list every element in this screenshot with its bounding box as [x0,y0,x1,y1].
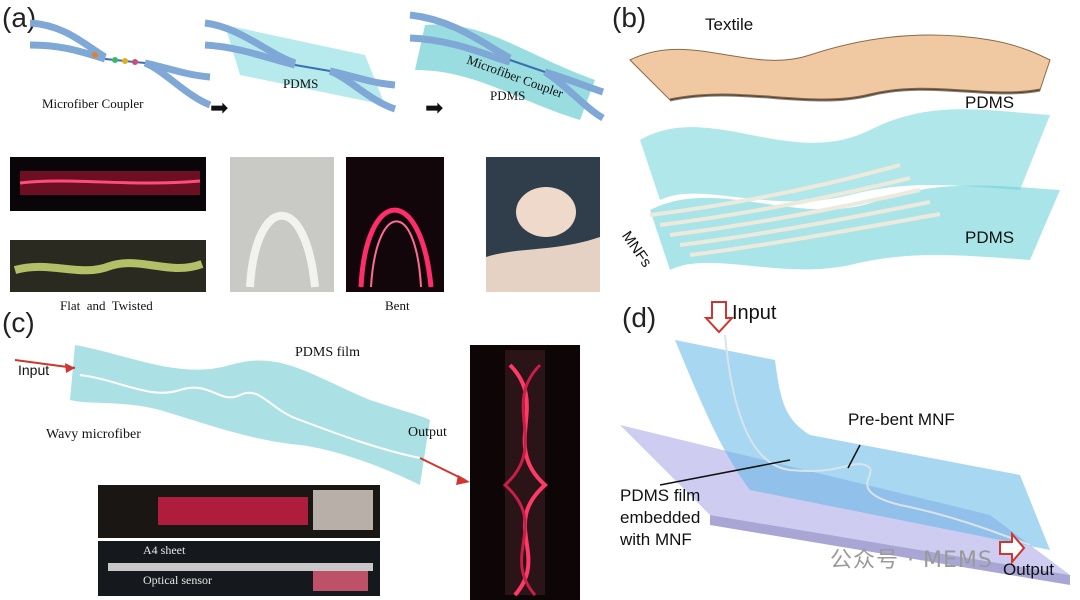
mnf-fiber [724,334,1031,546]
label-output-d: Output [1003,560,1055,579]
label-a4-sheet: A4 sheet [143,543,186,557]
label-pdms-right: PDMS [490,88,526,103]
label-pre-bent-mnf: Pre-bent MNF [848,410,955,429]
label-embedded: embedded [620,508,701,527]
label-input-d: Input [732,302,777,324]
wavy-film-diagram [14,345,470,485]
coupler-diagram-pdms [204,19,397,113]
photo-a4-sensor [98,541,380,596]
label-input-c: Input [18,362,50,378]
label-pdms-film: PDMS film [295,345,360,360]
coupler-diagram-bare [29,19,212,109]
label-pdms-bottom: PDMS [965,228,1015,247]
input-arrow [703,301,735,334]
pdms-film-curved [675,340,1050,550]
label-with-mnf: with MNF [620,530,692,549]
caption-bent: Bent [385,298,410,313]
panel-c: (c) Input PDMS film Wavy microfiber Outp… [0,305,600,600]
label-pdms-top: PDMS [965,93,1015,112]
arrow-step-1: ➡ [210,95,229,120]
textile-layer [629,34,1051,101]
pdms-layer-top [640,109,1050,202]
photo-wrist [486,157,600,292]
label-wavy-microfiber: Wavy microfiber [46,427,141,442]
mnf-fibers [649,163,941,257]
arrow-step-2: ➡ [425,95,444,120]
panel-d: (d) Input Pre-bent MNF PDMS film embedde… [600,300,1080,600]
watermark: 公众号 · MEMS [830,548,993,573]
panel-a: (a) Microfiber Coupler ➡ PDMS ➡ Microfib… [0,0,610,320]
panel-d-label: (d) [622,302,657,333]
photo-red-strip [98,485,380,538]
photo-bent-clear [230,157,334,292]
layer-stack-diagram [629,34,1060,270]
photo-bent-red [346,157,444,292]
label-pdms-mid: PDMS [283,76,319,91]
label-pdms-film-embedded: PDMS film [620,486,701,505]
panel-b-label: (b) [612,2,647,33]
panel-b: (b) Textile PDMS PDMS MNFs [610,0,1080,300]
label-microfiber-coupler: Microfiber Coupler [42,96,144,111]
output-arrow [999,531,1026,565]
coupler-diagram-twisted [409,11,605,122]
label-optical-sensor: Optical sensor [143,573,212,587]
panel-c-label: (c) [2,307,35,338]
photo-flat-red [10,157,206,211]
panel-a-label: (a) [2,2,37,33]
label-output-c: Output [408,425,447,440]
photo-twisted-green [10,240,206,292]
photo-twisted-red-tube [470,345,580,600]
caption-flat-twisted: Flat and Twisted [60,298,153,313]
label-textile: Textile [705,15,754,34]
prebent-mnf-diagram [620,301,1070,585]
